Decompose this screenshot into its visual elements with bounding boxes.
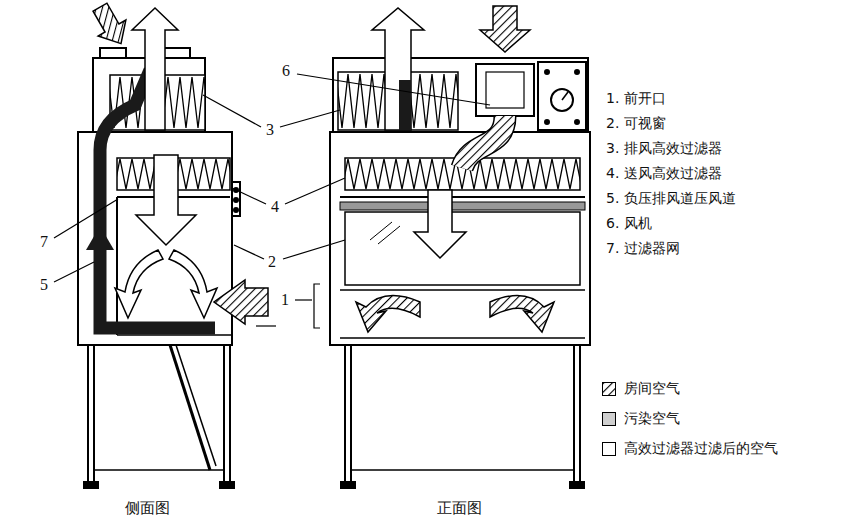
drawing-line bbox=[170, 345, 210, 470]
drawing-path bbox=[356, 296, 420, 332]
parts-key: 4. 送风高效过滤器 bbox=[606, 165, 722, 181]
drawing-circle bbox=[545, 70, 549, 74]
drawing-path bbox=[490, 296, 554, 332]
drawing-line bbox=[94, 469, 224, 471]
drawing-line bbox=[340, 337, 585, 339]
legend-swatch bbox=[602, 412, 616, 426]
drawing-circle bbox=[234, 208, 238, 212]
legend-text: 高效过滤器过滤后的空气 bbox=[624, 440, 778, 458]
drawing-line bbox=[54, 262, 94, 282]
parts-key: 6. 风机 bbox=[606, 215, 652, 231]
parts-key: 5. 负压排风道压风道 bbox=[606, 190, 736, 206]
drawing-line bbox=[340, 196, 585, 198]
drawing-circle bbox=[234, 198, 238, 202]
drawing-circle bbox=[545, 120, 549, 124]
drawing-rect bbox=[340, 202, 585, 210]
drawing-path bbox=[314, 284, 320, 328]
parts-key: 1. 前开口 bbox=[606, 90, 666, 106]
drawing-line bbox=[93, 345, 95, 482]
drawing-path bbox=[169, 250, 217, 318]
callout-number: 1 bbox=[279, 291, 291, 309]
front-view bbox=[330, 58, 590, 488]
callout-number: 5 bbox=[38, 276, 50, 294]
legend-row: 房间空气 bbox=[602, 380, 680, 398]
drawing-rect bbox=[486, 72, 524, 108]
drawing-polygon bbox=[132, 8, 178, 130]
parts-key: 3. 排风高效过滤器 bbox=[606, 140, 722, 156]
drawing-line bbox=[295, 299, 312, 300]
callout-number: 2 bbox=[266, 253, 278, 271]
drawing-line bbox=[280, 110, 340, 127]
callout-number: 7 bbox=[38, 233, 50, 251]
drawing-path bbox=[462, 116, 505, 168]
drawing-polygon bbox=[136, 155, 196, 245]
drawing-line bbox=[176, 345, 216, 466]
drawing-rect bbox=[220, 482, 234, 488]
drawing-line bbox=[351, 469, 574, 471]
legend-swatch bbox=[602, 442, 616, 456]
drawing-rect bbox=[100, 48, 126, 58]
drawing-line bbox=[229, 345, 231, 482]
hatch-swatch bbox=[603, 383, 615, 395]
drawing-line bbox=[203, 95, 261, 127]
drawing-line bbox=[234, 245, 264, 259]
drawing-line bbox=[116, 197, 118, 335]
view-caption: 侧面图 bbox=[125, 500, 170, 517]
drawing-circle bbox=[551, 89, 573, 111]
parts-key: 7. 过滤器网 bbox=[606, 240, 680, 256]
drawing-line bbox=[223, 345, 225, 482]
drawing-polygon bbox=[480, 6, 530, 52]
drawing-line bbox=[344, 345, 346, 482]
legend-row: 污染空气 bbox=[602, 410, 680, 428]
drawing-rect bbox=[538, 62, 586, 130]
drawing-polygon bbox=[414, 190, 466, 258]
drawing-rect bbox=[341, 482, 355, 488]
drawing-circle bbox=[575, 120, 579, 124]
drawing-rect bbox=[399, 80, 411, 130]
view-caption: 正面图 bbox=[437, 500, 482, 517]
drawing-polygon bbox=[372, 8, 424, 130]
drawing-rect bbox=[345, 212, 580, 285]
callout-number: 4 bbox=[269, 198, 281, 216]
drawing-line bbox=[370, 222, 392, 240]
drawing-rect bbox=[603, 383, 615, 395]
drawing-line bbox=[579, 345, 581, 482]
drawing-line bbox=[340, 289, 585, 291]
drawing-line bbox=[285, 178, 345, 204]
drawing-line bbox=[54, 199, 118, 238]
legend-row: 高效过滤器过滤后的空气 bbox=[602, 440, 778, 458]
side-airflow bbox=[86, 0, 268, 328]
drawing-polygon bbox=[86, 0, 135, 52]
hatch-swatch bbox=[602, 382, 616, 396]
drawing-circle bbox=[575, 70, 579, 74]
drawing-line bbox=[232, 188, 266, 204]
legend-text: 房间空气 bbox=[624, 380, 680, 398]
drawing-polygon bbox=[86, 226, 114, 250]
drawing-rect bbox=[570, 482, 584, 488]
drawing-rect bbox=[476, 64, 534, 116]
front-airflow bbox=[356, 6, 554, 332]
drawing-path bbox=[115, 250, 163, 318]
drawing-line bbox=[350, 345, 352, 482]
drawing-rect bbox=[333, 58, 588, 132]
drawing-line bbox=[87, 345, 89, 482]
drawing-polygon bbox=[214, 280, 268, 324]
drawing-line bbox=[562, 92, 568, 100]
legend-text: 污染空气 bbox=[624, 410, 680, 428]
callout-number: 3 bbox=[264, 121, 276, 139]
drawing-line bbox=[378, 226, 400, 244]
drawing-line bbox=[283, 240, 345, 259]
drawing-path bbox=[462, 116, 505, 168]
shape-group bbox=[86, 0, 135, 52]
drawing-rect bbox=[84, 482, 98, 488]
leader-lines bbox=[54, 74, 490, 328]
parts-key: 2. 可视窗 bbox=[606, 115, 666, 131]
drawing-line bbox=[297, 74, 490, 105]
drawing-line bbox=[573, 345, 575, 482]
callout-number: 6 bbox=[280, 62, 292, 80]
drawing-rect bbox=[232, 182, 240, 216]
drawing-line bbox=[256, 325, 276, 326]
